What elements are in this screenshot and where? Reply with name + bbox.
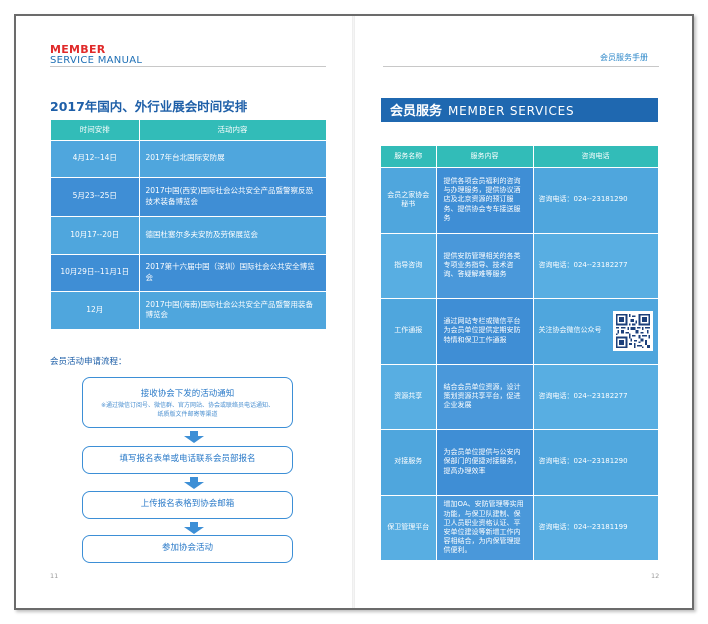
service-phone: 咨询电话：024--23181290 (533, 428, 659, 495)
schedule-content: 2017中国(海南)国际社会公共安全产品暨警用装备博览会 (139, 290, 327, 329)
service-name: 对接服务 (381, 428, 437, 495)
flow-title: 会员活动申请流程： (50, 357, 127, 367)
table-row: 4月12--14日 2017年台北国际安防展 (51, 139, 327, 177)
schedule-time: 4月12--14日 (51, 139, 140, 177)
service-phone: 咨询电话：024--23182277 (533, 363, 659, 429)
service-phone: 关注协会微信公众号 (538, 326, 602, 335)
service-phone: 咨询电话：024--23182277 (533, 232, 659, 298)
schedule-content: 2017第十六届中国（深圳）国际社会公共安全博览会 (139, 253, 327, 291)
right-header-rule (383, 66, 659, 67)
banner-title-cn: 会员服务 (390, 104, 443, 119)
services-table: 服务名称 服务内容 咨询电话 会员之家协会秘书 提供各项会员福利的咨询与办理服务… (381, 146, 659, 560)
arrow-down-icon (182, 477, 206, 489)
service-phone: 咨询电话：024--23181290 (533, 166, 659, 233)
service-desc: 为会员单位提供与公安内保部门的便捷对接服务，提高办理效率 (436, 428, 534, 495)
service-desc: 提供各项会员福利的咨询与办理服务，提供协议酒店及北京资源的预订服务、提供协会专车… (436, 166, 534, 233)
schedule-content: 2017年台北国际安防展 (139, 139, 327, 177)
flow-step-1-note-1: ※通过微信订阅号、微信群、官方网站、协会或联络员电话通知、 (100, 402, 275, 409)
service-name: 工作通报 (381, 297, 437, 364)
flow-step-4-label: 参加协会活动 (161, 543, 213, 553)
flow-step-1: 接收协会下发的活动通知 ※通过微信订阅号、微信群、官方网站、协会或联络员电话通知… (82, 377, 293, 428)
page-number-left: 11 (50, 572, 59, 580)
brand-line-1: MEMBER (50, 43, 106, 56)
flow-step-1-label: 接收协会下发的活动通知 (140, 389, 235, 399)
table-row: 12月 2017中国(海南)国际社会公共安全产品暨警用装备博览会 (51, 290, 327, 329)
member-services-banner: 会员服务 MEMBER SERVICES (381, 98, 658, 122)
flow-step-4: 参加协会活动 (82, 535, 293, 563)
table-row: 资源共享 结合会员单位资源，设计策划资源共享平台，促进企业发展 咨询电话：024… (381, 363, 659, 429)
service-desc: 结合会员单位资源，设计策划资源共享平台，促进企业发展 (436, 363, 534, 429)
schedule-time: 10月29日--11月1日 (51, 253, 140, 291)
page-spine (352, 16, 355, 608)
service-desc: 增加OA、安防管理等实用功能，与保卫队建制、保卫人员职业资格认证、平安单位建设等… (436, 494, 534, 560)
table-row: 5月23--25日 2017中国(西安)国际社会公共安全产品暨警察反恐技术装备博… (51, 176, 327, 216)
services-header-name: 服务名称 (381, 146, 437, 167)
table-row: 保卫管理平台 增加OA、安防管理等实用功能，与保卫队建制、保卫人员职业资格认证、… (381, 494, 659, 560)
table-row: 对接服务 为会员单位提供与公安内保部门的便捷对接服务，提高办理效率 咨询电话：0… (381, 428, 659, 495)
arrow-down-icon (182, 522, 206, 534)
schedule-table: 时间安排 活动内容 4月12--14日 2017年台北国际安防展 5月23--2… (51, 120, 327, 329)
flow-step-2: 填写报名表单或电话联系会员部报名 (82, 446, 293, 474)
table-row: 工作通报 通过网站专栏或微信平台为会员单位提供定期安防特情和保卫工作通报 关注协… (381, 297, 659, 364)
service-name: 保卫管理平台 (381, 494, 437, 560)
service-desc: 提供安防管理相关的各类专项业务指导、技术咨询、答疑解难等服务 (436, 232, 534, 298)
flow-step-3-label: 上传报名表格到协会邮箱 (140, 499, 235, 509)
schedule-time: 5月23--25日 (51, 176, 140, 216)
schedule-header-time: 时间安排 (51, 120, 140, 140)
table-row: 10月29日--11月1日 2017第十六届中国（深圳）国际社会公共安全博览会 (51, 253, 327, 291)
brand-logo: MEMBER SERVICE MANUAL (50, 44, 142, 66)
service-phone-cell: 关注协会微信公众号 (533, 297, 659, 364)
service-phone: 咨询电话：024--23181199 (533, 494, 659, 560)
schedule-time: 10月17--20日 (51, 215, 140, 254)
qr-code-icon (612, 311, 653, 351)
schedule-content: 德国杜塞尔多夫安防及劳保展览会 (139, 215, 327, 254)
brand-line-2: SERVICE MANUAL (50, 55, 143, 66)
table-row: 指导咨询 提供安防管理相关的各类专项业务指导、技术咨询、答疑解难等服务 咨询电话… (381, 232, 659, 298)
services-header-desc: 服务内容 (436, 146, 534, 167)
flow-step-2-label: 填写报名表单或电话联系会员部报名 (119, 454, 256, 464)
flow-step-1-note-2: 纸质版文件邮寄等渠道 (157, 410, 218, 418)
service-name: 指导咨询 (381, 232, 437, 298)
service-name: 资源共享 (381, 363, 437, 429)
right-header-title: 会员服务手册 (600, 53, 648, 62)
schedule-header-content: 活动内容 (139, 120, 327, 140)
service-name: 会员之家协会秘书 (381, 166, 437, 233)
page-number-right: 12 (651, 572, 660, 580)
table-row: 10月17--20日 德国杜塞尔多夫安防及劳保展览会 (51, 215, 327, 254)
service-desc: 通过网站专栏或微信平台为会员单位提供定期安防特情和保卫工作通报 (436, 297, 534, 364)
schedule-title: 2017年国内、外行业展会时间安排 (50, 99, 248, 114)
table-row: 会员之家协会秘书 提供各项会员福利的咨询与办理服务，提供协议酒店及北京资源的预订… (381, 166, 659, 233)
arrow-down-icon (182, 431, 206, 443)
flow-step-3: 上传报名表格到协会邮箱 (82, 491, 293, 519)
left-header-rule (50, 66, 326, 67)
schedule-time: 12月 (51, 290, 140, 329)
schedule-content: 2017中国(西安)国际社会公共安全产品暨警察反恐技术装备博览会 (139, 176, 327, 216)
services-header-phone: 咨询电话 (533, 146, 659, 167)
banner-title-en: MEMBER SERVICES (448, 104, 575, 118)
